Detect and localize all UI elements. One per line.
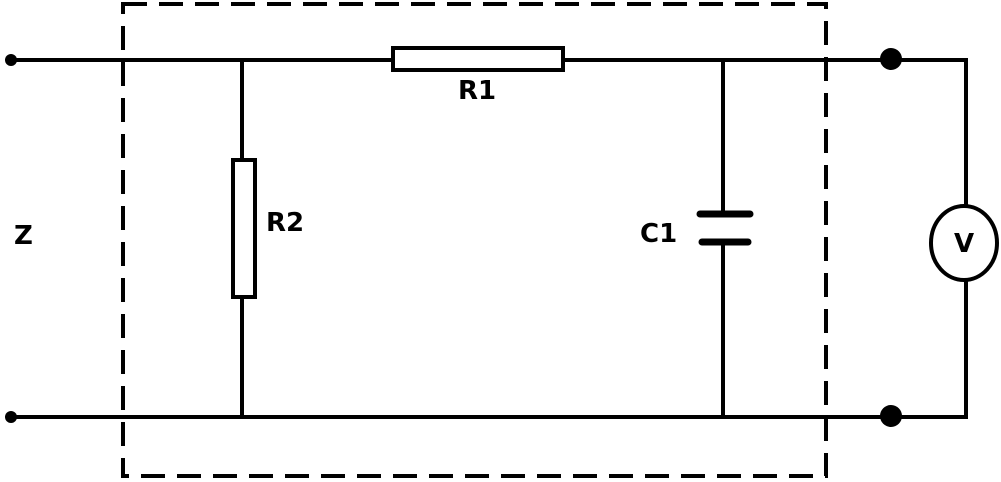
input-terminal-bottom (5, 411, 17, 423)
r2-label: R2 (266, 208, 304, 238)
input-terminal-top (5, 54, 17, 66)
voltmeter (929, 204, 999, 282)
voltmeter-label: V (954, 229, 974, 259)
input-label: Z (14, 221, 33, 251)
c1-label: C1 (640, 219, 677, 249)
r1-label: R1 (458, 76, 496, 106)
resistor-r2 (231, 158, 257, 299)
resistor-r1 (391, 46, 565, 72)
output-terminal-top (880, 48, 902, 70)
output-terminal-bottom (880, 405, 902, 427)
dashed-enclosure (121, 2, 828, 478)
